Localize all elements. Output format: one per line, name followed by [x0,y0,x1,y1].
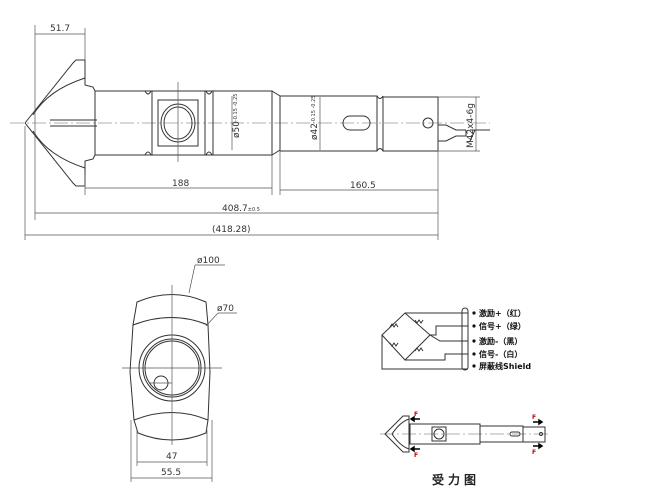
wire-label-signal-plus: 信号+（绿） [479,321,526,331]
dim-body-length: 188 [172,179,189,189]
force-thread [522,426,546,443]
shaft-section [279,95,378,152]
key-slot [342,115,371,131]
grooves [144,90,213,156]
wire-labels: 激励+（红） 信号+（绿） 激励-（黑） 信号-（白） 屏蔽线Shield [472,308,531,371]
dim-overall-ref: (418.28) [212,225,251,235]
force-label: F [532,414,536,421]
thread-section [382,96,439,152]
dia-body-label: ø50-0.15 -0.25 [232,94,242,138]
shaft-groove [376,95,384,152]
thread-spec-label: M42x4-6g [466,103,476,148]
wire-label-excitation-plus: 激励+（红） [479,308,526,318]
dim-outer-width: 55.5 [161,468,181,478]
wiring-diagram: 激励+（红） 信号+（绿） 激励-（黑） 信号-（白） 屏蔽线Shield [381,307,531,371]
dia-inner-label: ø70 [217,304,234,314]
load-cell-body [94,90,273,156]
wire-label-signal-minus: 信号-（白） [479,349,522,359]
wire-label-shield: 屏蔽线Shield [479,361,531,371]
end-bottom-lobe [133,419,209,441]
force-head [384,415,410,453]
end-stub [438,124,490,142]
dia-outer-label: ø100 [197,256,220,266]
wires [381,312,468,370]
end-top-lobe [132,294,209,326]
wire-label-excitation-minus: 激励-（黑） [479,336,522,346]
dia-shaft-label: ø42-0.15 -0.25 [310,96,320,140]
end-view: ø100 ø70 47 55.5 [122,256,237,482]
dim-head-length: 51.7 [50,24,70,34]
cable-shield [461,307,469,371]
force-label: F [414,452,418,459]
force-diagram-title: 受力图 [432,472,480,487]
head-inner-arc [32,77,97,169]
dim-inner-width: 47 [166,452,177,462]
main-view: ø50-0.15 -0.25 ø42-0.15 -0.25 M42x4-6g 5… [10,24,490,240]
force-arrows: F F F F [409,411,544,459]
dim-thread-length: 160.5 [350,181,376,191]
end-body [129,324,211,421]
force-diagram: F F F F 受力图 [380,411,548,487]
force-label: F [532,449,536,456]
force-label: F [414,411,418,418]
pin-hole [422,117,434,129]
dim-total-length: 408.7±0.5 [222,204,260,214]
